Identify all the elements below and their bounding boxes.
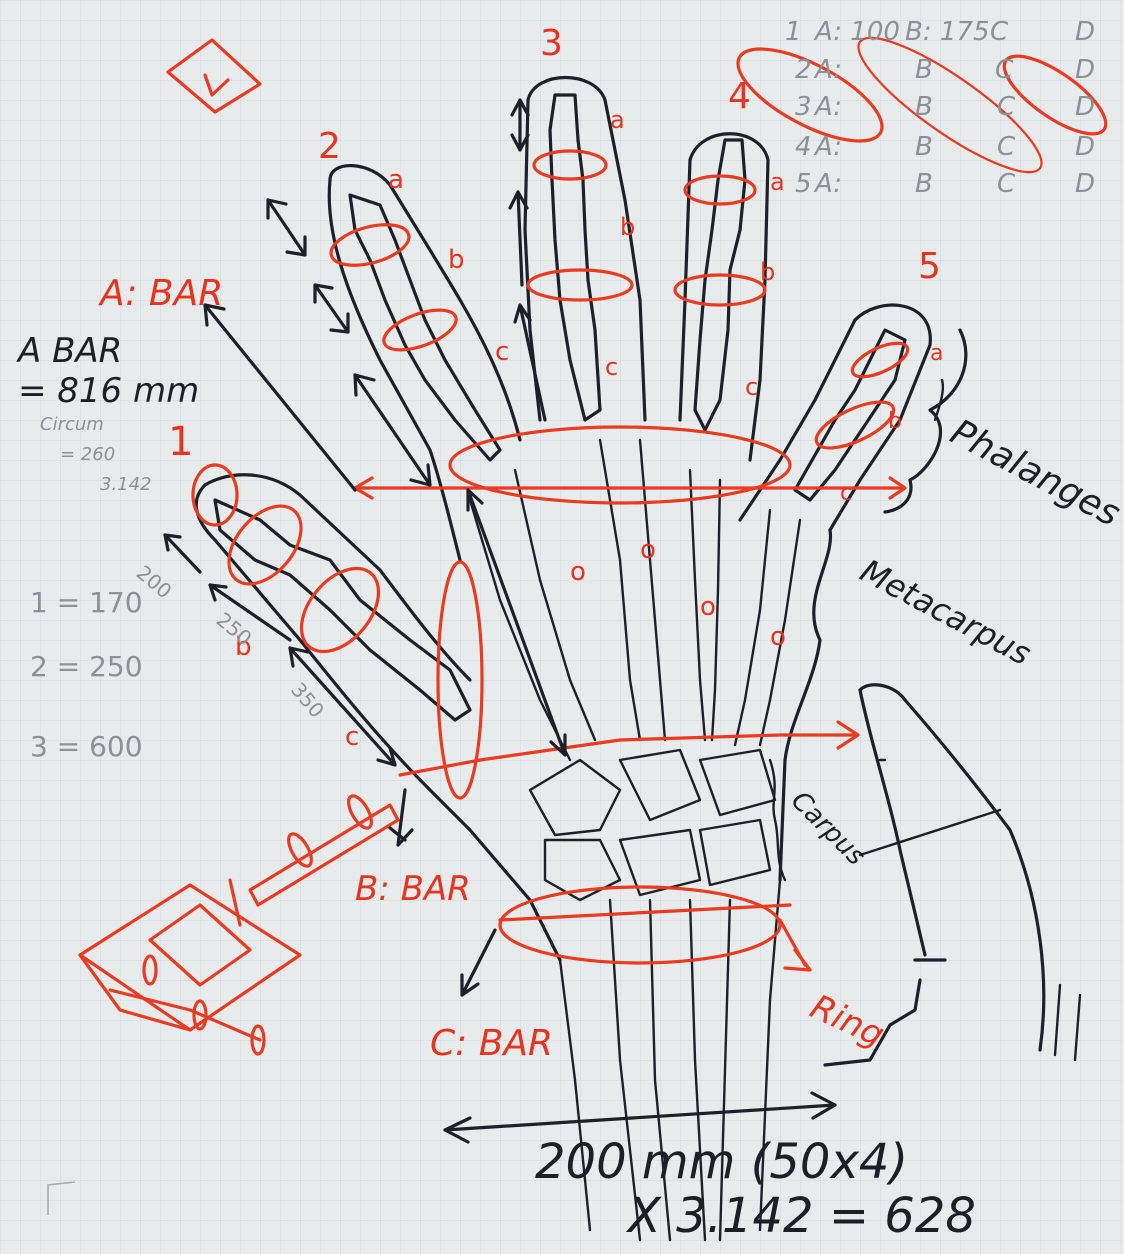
row-3-a: A:	[813, 92, 842, 122]
diamond-mark	[168, 40, 260, 112]
row-5-num: 5	[795, 169, 812, 199]
row-3-num: 3	[795, 92, 812, 122]
row-4-c: C	[997, 132, 1016, 162]
row-4-num: 4	[795, 132, 812, 162]
joint-label-c-3: c	[745, 373, 758, 401]
table-row: 5 A: B C D	[795, 169, 1095, 199]
finger-number-2: 2	[318, 126, 341, 167]
label-carpus: Carpus	[785, 786, 871, 872]
row-1-d: D	[1075, 17, 1095, 47]
joint-label-b-4: b	[888, 409, 902, 434]
row-2-a: A:	[813, 55, 842, 85]
row-4-b: B	[915, 132, 933, 162]
row-3-c: C	[997, 92, 1016, 122]
joint-label-o-4: o	[770, 622, 786, 652]
pencil-notes: 1 = 170 2 = 250 3 = 600 Circum = 260 3.1…	[30, 414, 329, 1215]
finger-number-3: 3	[540, 23, 563, 64]
row-1-b: B: 175	[905, 17, 990, 47]
a-bar-note-line2: = 816 mm	[18, 371, 199, 411]
pencil-circum-2: = 260	[60, 444, 115, 465]
row-4-a: A:	[813, 132, 842, 162]
table-row: 2 A: B C D	[795, 55, 1095, 85]
finger-number-1: 1	[168, 419, 193, 465]
joint-label-b-3: b	[760, 258, 775, 286]
bottom-measure-line1: 200 mm (50x4)	[535, 1134, 908, 1190]
row-2-num: 2	[795, 55, 812, 85]
table-row: 1 A: 100 B: 175 C D	[785, 17, 1095, 47]
mechanism-sketch	[80, 792, 398, 1054]
joint-label-o-2: o	[640, 535, 656, 565]
label-ring: Ring	[804, 987, 890, 1055]
row-5-c: C	[997, 169, 1016, 199]
black-labels: A BAR = 816 mm Phalanges Metacarpus Carp…	[16, 331, 1124, 1244]
row-5-a: A:	[813, 169, 842, 199]
joint-label-c-2: c	[605, 353, 618, 381]
row-2-b: B	[915, 55, 933, 85]
joint-label-b: b	[448, 245, 465, 275]
label-b-bar: B: BAR	[355, 869, 471, 909]
row-3-d: D	[1075, 92, 1095, 122]
joint-label-a: a	[388, 165, 404, 195]
joint-label-c: c	[495, 337, 509, 367]
row-1-num: 1	[785, 17, 802, 47]
row-2-c: C	[995, 55, 1014, 85]
finger-table: 1 A: 100 B: 175 C D 2 A: B C D 3 A: B C …	[785, 17, 1095, 199]
joint-label-c-5: c	[345, 722, 359, 752]
row-1-a: A: 100	[813, 17, 900, 47]
bottom-measure-line2: X 3.142 = 628	[625, 1188, 976, 1244]
row-5-d: D	[1075, 169, 1095, 199]
joint-label-a-2: a	[610, 106, 625, 134]
joint-label-a-4: a	[930, 341, 943, 366]
joint-label-o: o	[570, 557, 586, 587]
row-2-d: D	[1075, 55, 1095, 85]
label-phalanges: Phalanges	[944, 412, 1124, 535]
pencil-measure-1: 1 = 170	[30, 586, 143, 619]
finger-number-4: 4	[728, 76, 751, 117]
joint-rings	[193, 151, 912, 970]
label-metacarpus: Metacarpus	[854, 552, 1037, 673]
finger-number-5: 5	[918, 246, 941, 287]
a-bar-note-line1: A BAR	[16, 331, 122, 371]
joint-label-b-2: b	[620, 213, 635, 241]
row-4-d: D	[1075, 132, 1095, 162]
pencil-circum-1: Circum	[40, 414, 104, 435]
label-a-bar: A: BAR	[98, 273, 223, 314]
joint-label-c-4: c	[840, 481, 852, 506]
pencil-measure-3: 3 = 600	[30, 730, 143, 763]
label-c-bar: C: BAR	[430, 1023, 553, 1064]
pencil-measure-2: 2 = 250	[30, 650, 143, 683]
row-5-b: B	[915, 169, 933, 199]
joint-label-o-3: o	[700, 592, 716, 622]
pencil-circum-3: 3.142	[100, 474, 152, 495]
row-1-c: C	[990, 17, 1009, 47]
finger-bones	[215, 95, 905, 900]
row-3-b: B	[915, 92, 933, 122]
joint-label-a-3: a	[770, 168, 785, 196]
